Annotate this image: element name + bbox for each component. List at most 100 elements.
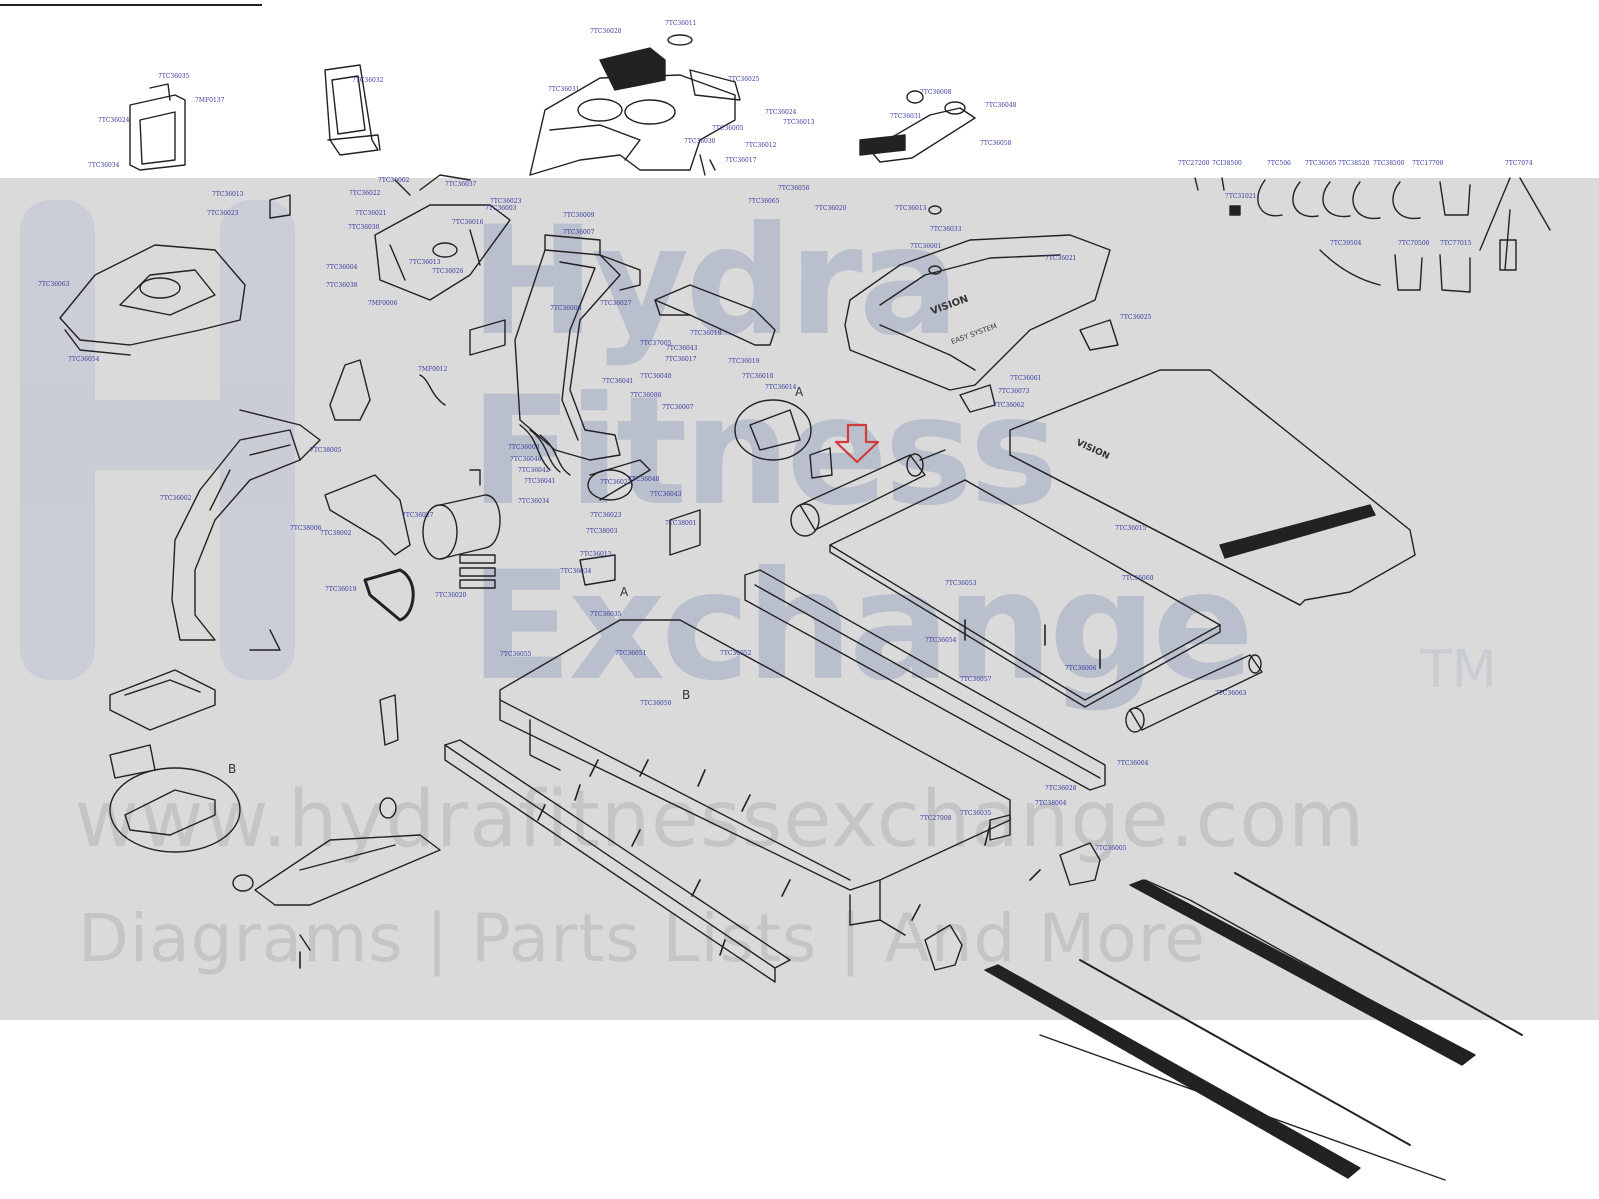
part-number-label: 7TC36019	[325, 586, 357, 593]
part-number-label: 7TC36061	[1010, 375, 1042, 382]
part-number-label: 7TC36058	[980, 140, 1012, 147]
part-number-label: 7TC36050	[640, 700, 672, 707]
part-number-label: 7TC36003	[485, 205, 517, 212]
lift-bracket-part	[109, 694, 399, 779]
part-number-label: 7TC36043	[650, 491, 682, 498]
part-number-label: 7TC36017	[725, 157, 757, 164]
left-upright-part	[171, 409, 321, 651]
part-number-label: 7TC36024	[98, 117, 130, 124]
part-number-label: 7TC36053	[945, 580, 977, 587]
part-number-label: 7TC36048	[628, 476, 660, 483]
part-number-label: 7TC36007	[563, 229, 595, 236]
control-board-part	[109, 669, 216, 731]
part-number-label: 7TC36055	[500, 651, 532, 658]
console-shroud-part	[529, 34, 741, 176]
part-number-label: 7TC36021	[1045, 255, 1077, 262]
part-number-label: 7TC17700	[1412, 160, 1444, 167]
right-handlebar-part	[654, 284, 776, 346]
running-belt-part	[1009, 369, 1416, 606]
upper-bracket-part	[129, 83, 186, 171]
header-rule	[0, 4, 262, 6]
part-number-label: 7TC36063	[38, 281, 70, 288]
part-number-label: 7TC36022	[349, 190, 381, 197]
part-number-label: 7TC36037	[445, 181, 477, 188]
part-number-label: 7TC36020	[815, 205, 847, 212]
detail-circle-b	[109, 767, 241, 853]
side-rail-trims-part	[984, 872, 1523, 1181]
part-number-label: 7TC36026	[432, 268, 464, 275]
part-number-label: 7TC36041	[524, 478, 556, 485]
part-number-label: 7TC37005	[640, 340, 672, 347]
part-number-label: 7TC36013	[783, 119, 815, 126]
part-number-label: 7TC36013	[212, 191, 244, 198]
part-number-label: 7TC36060	[1122, 575, 1154, 582]
section-label-a-frame: A	[620, 585, 629, 599]
part-number-label: 7TC36030	[684, 138, 716, 145]
wire-harness-part	[419, 374, 571, 476]
part-number-label: 7TC36034	[560, 568, 592, 575]
part-number-label: 7TC36052	[720, 650, 752, 657]
holder-part	[324, 64, 381, 156]
part-number-label: 7TC39504	[1330, 240, 1362, 247]
part-number-label: 7TC38006	[290, 525, 322, 532]
drive-belt-part	[363, 568, 415, 622]
watermark-brand-line1: Hydra	[470, 195, 960, 369]
hood-cover-part	[59, 244, 246, 356]
part-number-label: 7TC36046	[510, 456, 542, 463]
part-number-label: 7TC36003	[508, 444, 540, 451]
part-number-label: 7TC38003	[586, 528, 618, 535]
part-number-label: 7TC36056	[778, 185, 810, 192]
part-number-label: 7TC506	[1267, 160, 1291, 167]
part-number-label: 7TC36002	[160, 495, 192, 502]
part-number-label: 7TC36038	[326, 282, 358, 289]
motor-pulley-part	[579, 459, 701, 586]
part-number-label: 7TC38500	[1373, 160, 1405, 167]
part-number-label: 7TC36025	[728, 76, 760, 83]
part-number-label: 7TC36034	[518, 498, 550, 505]
left-side-rail-part	[444, 739, 791, 983]
fastener-set	[299, 619, 1101, 969]
part-number-label: 7TC36010	[742, 373, 774, 380]
part-number-label: 7MF0137	[195, 97, 225, 104]
part-number-label: 7TC36027	[402, 512, 434, 519]
part-number-label: 7TC36025	[1120, 314, 1152, 321]
motor-hood-part	[844, 205, 1119, 413]
watermark-tm: TM	[1420, 640, 1497, 700]
part-number-label: 7TC36064	[1117, 760, 1149, 767]
part-number-label: 7TC31021	[1225, 193, 1257, 200]
part-number-label: 7TC36032	[352, 77, 384, 84]
left-handlebar-part	[324, 474, 411, 556]
main-frame-part	[499, 569, 1106, 926]
part-number-label: 7TC36006	[1065, 665, 1097, 672]
part-number-label: 7TC36015	[1115, 525, 1147, 532]
section-label-b-frame: B	[682, 688, 691, 702]
part-number-label: 7TC36042	[518, 467, 550, 474]
deck-board-part	[829, 479, 1221, 708]
part-number-label: 7TC36012	[745, 142, 777, 149]
part-number-label: 7TC36023	[590, 512, 622, 519]
right-upright-part	[514, 234, 641, 461]
part-number-label: 7TC36048	[985, 102, 1017, 109]
part-number-label: 7TC36031	[890, 113, 922, 120]
cable-set-part	[1194, 177, 1551, 293]
part-number-label: 7TC36034	[88, 162, 120, 169]
part-number-label: 7TC36004	[326, 264, 358, 271]
part-number-label: 7TC36018	[690, 330, 722, 337]
part-number-label: 7TC36023	[490, 198, 522, 205]
part-number-label: 7CI38500	[1212, 160, 1242, 167]
watermark-brand-line2: Fitness	[470, 365, 1059, 539]
part-number-label: 7TC36014	[765, 384, 797, 391]
part-number-label: 7TC38005	[310, 447, 342, 454]
callout-arrow	[834, 423, 880, 464]
part-number-label: 7TC38001	[665, 520, 697, 527]
part-number-label: 7TC36019	[728, 358, 760, 365]
watermark-tagline: Diagrams | Parts Lists | And More	[78, 900, 1207, 977]
part-number-label: 7TC36062	[993, 402, 1025, 409]
watermark-logo	[20, 200, 295, 680]
part-number-label: 7TC36040	[640, 373, 672, 380]
part-number-label: 7TC36505	[1305, 160, 1337, 167]
part-number-label: 7TC36002	[378, 177, 410, 184]
part-number-label: 7MF0012	[418, 366, 448, 373]
